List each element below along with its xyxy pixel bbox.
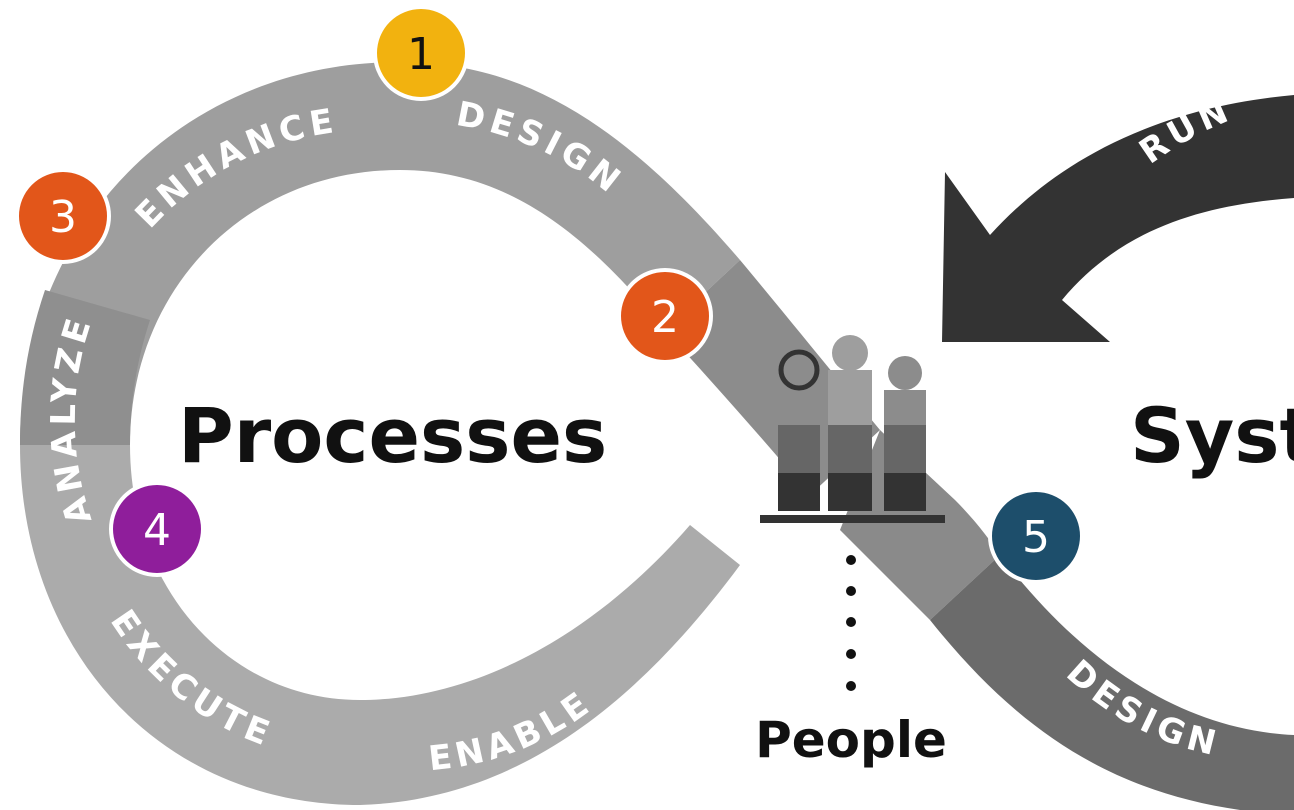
badge-1: 1 — [373, 5, 469, 101]
badge-2: 2 — [617, 268, 713, 364]
run-arrow — [942, 95, 1294, 342]
people-icon — [760, 335, 945, 523]
dotted-connector — [846, 555, 856, 691]
band-segment-crossing — [665, 260, 880, 495]
svg-text:1: 1 — [407, 29, 435, 80]
band-segment-right-lower — [930, 555, 1294, 810]
badge-3: 3 — [15, 168, 111, 264]
band-segment-analyze — [20, 290, 150, 445]
badge-5: 5 — [988, 488, 1084, 584]
badge-4: 4 — [109, 481, 205, 577]
svg-text:2: 2 — [651, 292, 679, 343]
band-segment-left-top — [20, 62, 740, 445]
band-segment-right-upper — [840, 430, 1000, 620]
svg-text:3: 3 — [49, 192, 77, 243]
left-loop-title: Processes — [178, 391, 607, 480]
svg-text:4: 4 — [143, 505, 171, 556]
right-loop-title: Syst — [1130, 391, 1294, 480]
svg-text:5: 5 — [1022, 512, 1050, 563]
people-label: People — [755, 711, 947, 769]
band-segment-bottom — [20, 445, 740, 805]
